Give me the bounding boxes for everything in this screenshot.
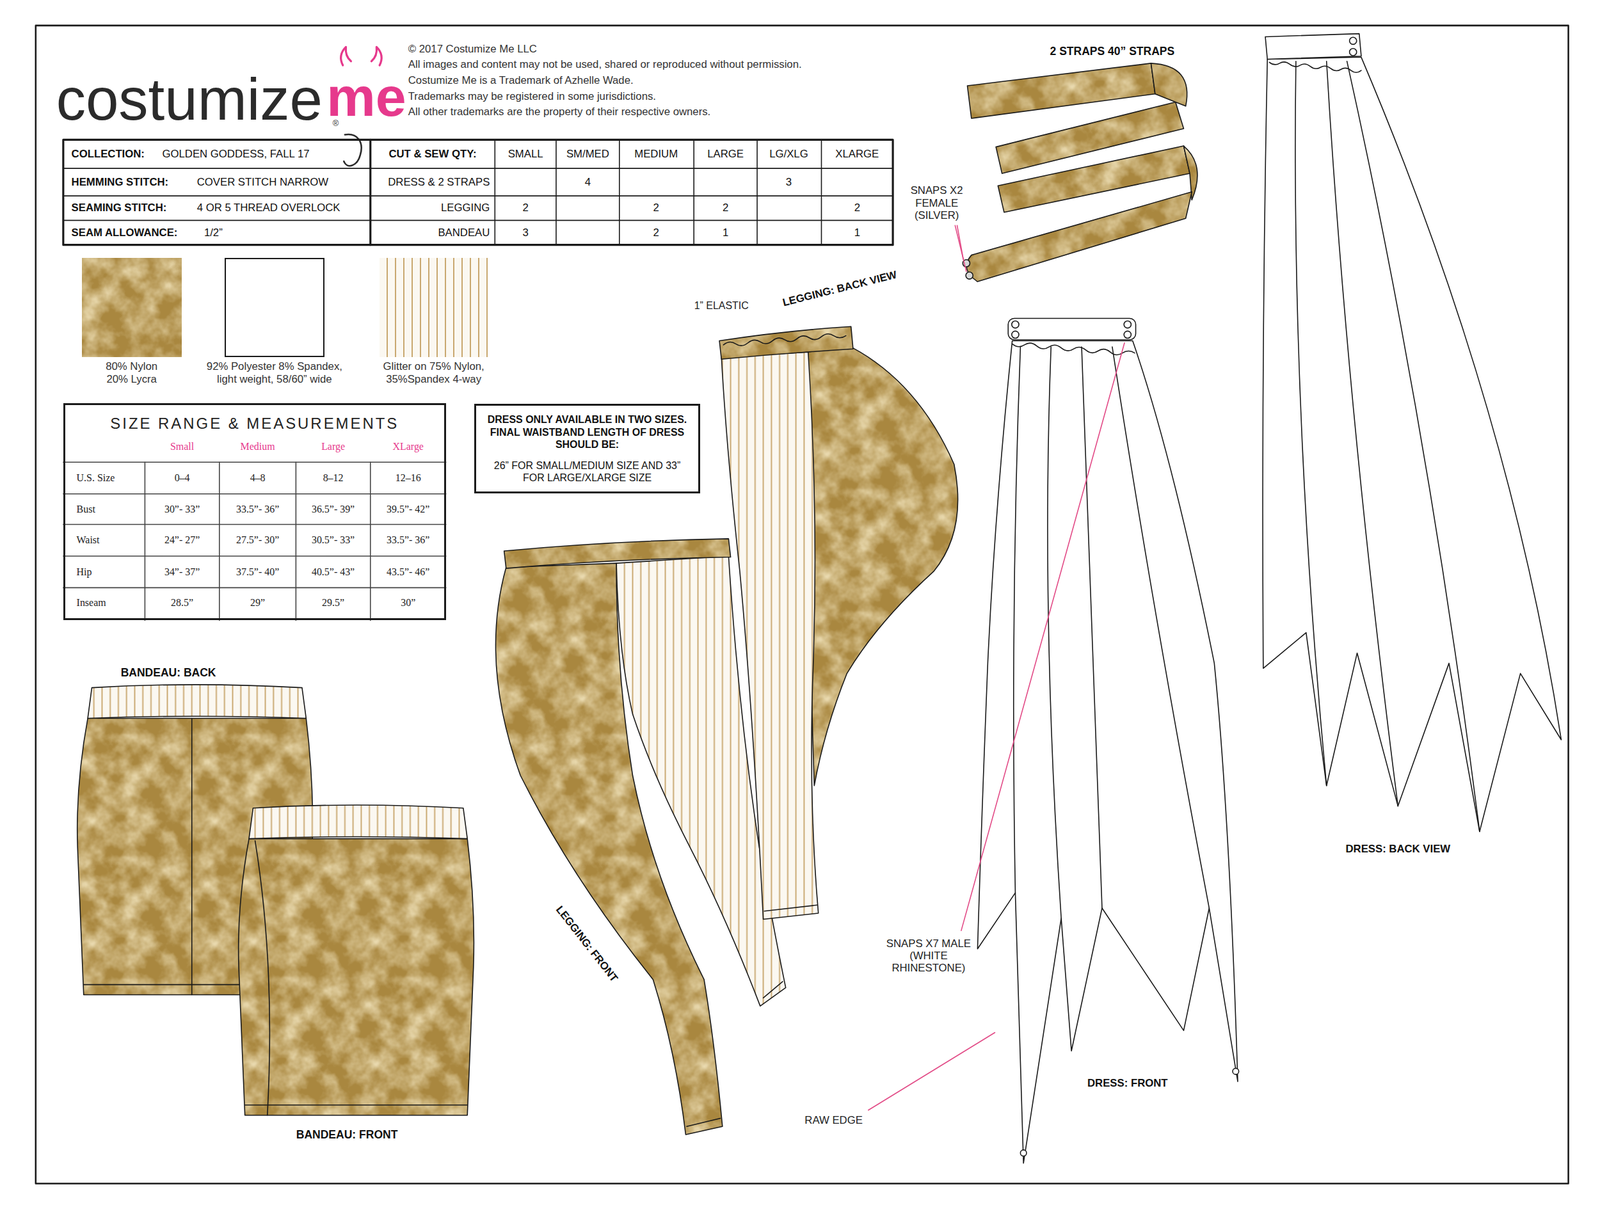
- table-cell: XLARGE: [835, 147, 879, 160]
- table-row-label: BANDEAU: [437, 226, 490, 239]
- size-header: Small: [170, 440, 194, 453]
- dress-back: [1262, 33, 1561, 832]
- fabric-description: 92% Polyester 8% Spandex, light weight, …: [200, 360, 349, 386]
- view-label: BANDEAU: BACK: [120, 666, 217, 680]
- leader-lines: [868, 225, 1125, 1110]
- size-header: XLarge: [392, 440, 424, 453]
- size-cell: 37.5”- 40”: [236, 565, 280, 578]
- callout-text: RAW EDGE: [804, 1114, 863, 1127]
- table-cell: MEDIUM: [634, 147, 678, 160]
- dress-front: [977, 318, 1239, 1163]
- table-cell: 3: [522, 226, 528, 239]
- table-cell: 2: [722, 202, 729, 215]
- fabric-texture: [81, 257, 182, 358]
- callout-text: SNAPS X2 FEMALE (SILVER): [903, 184, 971, 222]
- spec-value: 4 OR 5 THREAD OVERLOCK: [197, 202, 341, 215]
- fabric-swatch: [379, 257, 488, 358]
- size-cell: 8–12: [323, 472, 344, 484]
- callout-text: SNAPS X7 MALE (WHITE RHINESTONE): [885, 937, 972, 975]
- size-row-label: Inseam: [76, 597, 107, 609]
- size-cell: 34”- 37”: [164, 565, 200, 578]
- spec-label: HEMMING STITCH:: [71, 176, 169, 189]
- copyright-line: © 2017 Costumize Me LLC: [408, 42, 537, 56]
- size-cell: 29”: [250, 597, 265, 609]
- callout-text: 1” ELASTIC: [694, 300, 749, 312]
- size-cell: 4–8: [250, 472, 266, 484]
- copyright-line: Costumize Me is a Trademark of Azhelle W…: [408, 74, 634, 87]
- view-label: DRESS: FRONT: [1087, 1077, 1168, 1090]
- size-header: Large: [321, 440, 345, 453]
- table-cell: 4: [584, 176, 591, 189]
- table-cell: 2: [653, 202, 660, 215]
- copyright-line: All other trademarks are the property of…: [408, 106, 712, 119]
- spec-label: COLLECTION:: [71, 147, 145, 160]
- table-header: CUT & SEW QTY:: [388, 147, 477, 160]
- spec-value: 1/2”: [204, 226, 223, 239]
- size-cell: 12–16: [395, 472, 422, 484]
- table-cell: 2: [653, 226, 660, 239]
- size-cell: 30”- 33”: [164, 503, 200, 515]
- view-label: BANDEAU: FRONT: [296, 1128, 399, 1142]
- copyright-line: Trademarks may be registered in some jur…: [408, 90, 656, 103]
- size-cell: 30”: [400, 597, 416, 609]
- table-cell: 1: [722, 226, 729, 239]
- table-cell: LG/XLG: [769, 147, 808, 160]
- table-cell: 1: [854, 226, 861, 239]
- size-cell: 33.5”- 36”: [236, 503, 280, 515]
- view-label: DRESS: BACK VIEW: [1345, 842, 1451, 856]
- page-border: [35, 25, 1569, 1184]
- spec-label: SEAM ALLOWANCE:: [71, 226, 178, 239]
- size-cell: 0–4: [174, 472, 191, 484]
- size-cell: 40.5”- 43”: [311, 565, 355, 578]
- fabric-description: 80% Nylon 20% Lycra: [99, 360, 165, 386]
- copyright-line: All images and content may not be used, …: [408, 58, 802, 72]
- table-cell: 2: [522, 202, 528, 215]
- size-row-label: Waist: [76, 534, 100, 546]
- box-heading: DRESS ONLY AVAILABLE IN TWO SIZES. FINAL…: [485, 413, 689, 450]
- fabric-swatch: [224, 257, 325, 358]
- size-cell: 28.5”: [170, 597, 194, 609]
- size-row-label: U.S. Size: [76, 472, 116, 484]
- spec-value: COVER STITCH NARROW: [197, 176, 329, 189]
- size-table: SIZE RANGE & MEASUREMENTS: [63, 403, 447, 621]
- table-cell: 3: [785, 176, 792, 189]
- spec-value: GOLDEN GODDESS, FALL 17: [162, 147, 310, 160]
- table-cell: SMALL: [508, 147, 544, 160]
- fabric-description: Glitter on 75% Nylon, 35%Spandex 4-way: [369, 360, 498, 386]
- size-header: Medium: [240, 440, 276, 453]
- size-cell: 29.5”: [321, 597, 345, 609]
- table-cell: LARGE: [707, 147, 744, 160]
- table-row-label: DRESS & 2 STRAPS: [387, 176, 490, 189]
- table-cell: 2: [854, 202, 861, 215]
- size-cell: 27.5”- 30”: [236, 534, 280, 546]
- size-table-grid: [63, 462, 447, 621]
- note-box: DRESS ONLY AVAILABLE IN TWO SIZES. FINAL…: [474, 403, 700, 494]
- box-text: 26” FOR SMALL/MEDIUM SIZE AND 33” FOR LA…: [485, 459, 689, 484]
- legging-front: [495, 538, 786, 1135]
- size-row-label: Bust: [76, 503, 96, 515]
- size-cell: 36.5”- 39”: [311, 503, 355, 515]
- spec-table-grid: [63, 139, 893, 245]
- trademark-mark: ®: [332, 119, 339, 129]
- size-row-label: Hip: [76, 565, 93, 578]
- table-cell: SM/MED: [566, 147, 610, 160]
- logo-text: costumize: [56, 64, 323, 133]
- straps: [962, 63, 1198, 282]
- table-row-label: LEGGING: [440, 202, 490, 215]
- size-cell: 24”- 27”: [164, 534, 200, 546]
- view-label: LEGGING: BACK VIEW: [781, 268, 898, 310]
- size-cell: 30.5”- 33”: [311, 534, 355, 546]
- view-label: 2 STRAPS 40” STRAPS: [1050, 44, 1176, 58]
- legging-back: [719, 326, 959, 920]
- bandeau-front: [238, 805, 475, 1116]
- size-cell: 43.5”- 46”: [386, 565, 430, 578]
- fabric-swatch: [81, 257, 182, 358]
- size-cell: 33.5”- 36”: [386, 534, 430, 546]
- spec-label: SEAMING STITCH:: [71, 202, 168, 215]
- size-cell: 39.5”- 42”: [386, 503, 430, 515]
- box-heading: SIZE RANGE & MEASUREMENTS: [71, 414, 438, 434]
